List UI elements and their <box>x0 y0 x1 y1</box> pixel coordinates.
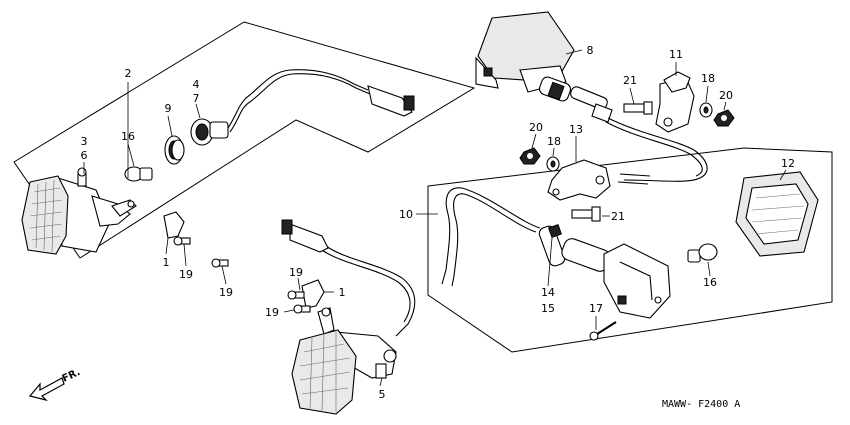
harness-rear-lower <box>445 187 541 271</box>
bolt-21-upper <box>623 101 653 115</box>
front-left-group-frame <box>13 21 476 259</box>
callout-12: 12 <box>781 157 795 170</box>
callout-10: 10 <box>399 208 413 221</box>
callout-21-upper: 21 <box>623 74 637 87</box>
bracket-13 <box>547 159 611 201</box>
callout-5: 5 <box>379 388 386 401</box>
bolt-21-lower <box>571 206 601 222</box>
clamp-1-upper <box>163 211 185 239</box>
diagram-code: MAWW- F2400 A <box>662 399 740 410</box>
rear-winker-assembly-top <box>475 11 613 123</box>
callout-13: 13 <box>569 123 583 136</box>
callout-6: 6 <box>81 149 88 162</box>
screw-17 <box>589 321 617 341</box>
front-left-winker-assembly <box>21 167 137 255</box>
bulb-16-upper <box>124 166 153 182</box>
callout-1-upper: 1 <box>163 256 170 269</box>
clamp-1-lower <box>301 279 325 309</box>
callout-19-lower-b: 19 <box>265 306 279 319</box>
front-direction-arrow: FR. <box>28 367 82 402</box>
callout-8: 8 <box>587 44 594 57</box>
callout-16-upper: 16 <box>121 130 135 143</box>
connector-lower <box>281 219 329 253</box>
socket-4-7 <box>190 118 229 146</box>
lead-wires-upper <box>617 173 651 185</box>
callout-18-upper: 18 <box>701 72 715 85</box>
leader-lines <box>83 49 787 387</box>
fr-label: FR. <box>61 367 82 385</box>
callout-14: 14 <box>541 286 555 299</box>
callout-19-lower-a: 19 <box>289 266 303 279</box>
gasket-9 <box>164 135 185 165</box>
nut-20-lower <box>519 147 541 165</box>
bracket-11 <box>655 71 695 133</box>
rear-winker-assembly-lower <box>538 223 671 319</box>
callout-4: 4 <box>193 78 200 91</box>
bulb-16-lower <box>687 243 718 263</box>
harness-upper <box>227 69 369 129</box>
callout-9: 9 <box>165 102 172 115</box>
bolt-19-lower-a <box>287 290 305 300</box>
callout-19-upper: 19 <box>179 268 193 281</box>
rear-right-group-frame <box>427 147 833 353</box>
callout-3: 3 <box>81 135 88 148</box>
callout-21-lower: 21 <box>611 210 625 223</box>
harness-rear-top <box>607 117 708 182</box>
callout-17: 17 <box>589 302 603 315</box>
nut-20-upper <box>713 109 735 127</box>
bolt-19-loose <box>211 258 229 268</box>
callout-20-lower: 20 <box>529 121 543 134</box>
callout-18-lower: 18 <box>547 135 561 148</box>
callout-16-lower: 16 <box>703 276 717 289</box>
bolt-19-lower-b <box>293 304 311 314</box>
callout-7: 7 <box>193 92 200 105</box>
callout-numbers: 2 3 6 16 9 4 7 1 19 19 8 11 21 18 20 20 … <box>81 44 796 401</box>
front-right-winker-assembly <box>291 307 397 415</box>
callout-1-lower: 1 <box>339 286 346 299</box>
connector-upper <box>367 85 415 117</box>
lens-12 <box>735 171 819 257</box>
washer-18-upper <box>699 102 713 118</box>
harness-lower <box>325 245 416 337</box>
callout-11: 11 <box>669 48 683 61</box>
callout-15: 15 <box>541 302 555 315</box>
bolt-19-upper <box>173 236 191 246</box>
callout-20-upper: 20 <box>719 89 733 102</box>
washer-18-lower <box>546 156 560 172</box>
callout-2: 2 <box>125 67 132 80</box>
callout-19-loose: 19 <box>219 286 233 299</box>
